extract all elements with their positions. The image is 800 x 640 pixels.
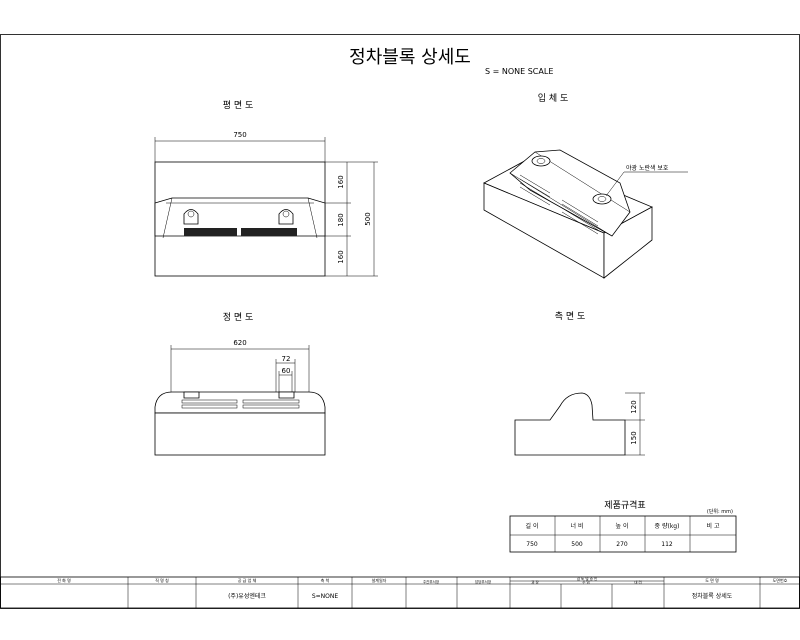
scale-note: S = NONE SCALE: [485, 67, 553, 76]
spec-header: 높 이: [616, 522, 629, 530]
spec-header: 길 이: [526, 522, 539, 530]
tb-sub-header: 대 리: [634, 580, 642, 585]
side-dim-upper: 120: [630, 400, 638, 413]
front-view-label: 정 면 도: [223, 312, 254, 323]
spec-cell: 112: [661, 541, 673, 548]
iso-upper-block: [509, 149, 631, 237]
plan-dim-h1: 160: [337, 175, 345, 188]
plan-dim-total: 500: [364, 212, 372, 225]
spec-header: 비 고: [707, 522, 720, 530]
spec-table-title: 제품규격표: [604, 499, 645, 511]
drawing-title: 정차블록 상세도: [349, 47, 471, 68]
tb-header: 주관부서장: [423, 579, 440, 584]
tb-header: 설계일자: [372, 577, 387, 583]
plan-inner-block: [154, 197, 326, 237]
tb-header: 축 척: [321, 577, 330, 583]
plan-dim-h2: 180: [337, 213, 345, 226]
iso-view: 입 체 도 야광 노란색 보호: [483, 92, 688, 279]
side-view: 측 면 도 120 150: [514, 311, 645, 456]
iso-view-label: 입 체 도: [538, 92, 569, 104]
spec-cell: 270: [616, 541, 628, 548]
spec-header: 중 량(kg): [655, 523, 680, 530]
side-profile: [514, 392, 626, 456]
plan-slot-right: [241, 228, 297, 236]
spec-table: 제품규격표 (단위: mm) 길 이 너 비 높 이 중 량(kg) 비 고 7…: [509, 499, 737, 553]
front-dim-72: 72: [282, 355, 291, 363]
title-block: 전 화 명 직 명 칭 공 급 업 체 축 척 설계일자 주관부서장 담당부서장…: [0, 576, 800, 609]
front-base: [154, 412, 326, 456]
spec-cell: 750: [526, 541, 538, 548]
tb-supplier: (주)유성엔테크: [228, 592, 266, 600]
plan-view-label: 평 면 도: [223, 100, 254, 111]
side-dim-lower: 150: [630, 431, 638, 444]
tb-header: 전 화 명: [57, 577, 71, 583]
tb-header: 담당부서장: [475, 579, 492, 584]
plan-view: 평 면 도 750 160 180 160 500: [154, 100, 378, 277]
tb-sub-group: 검 토 및 승 인: [577, 576, 598, 581]
tb-sub-header: 주 임: [582, 580, 590, 585]
tb-scale: S=NONE: [312, 593, 339, 600]
spec-header: 너 비: [571, 522, 584, 530]
spec-table-unit: (단위: mm): [707, 508, 733, 515]
side-view-label: 측 면 도: [555, 311, 586, 322]
plan-dim-h3: 160: [337, 250, 345, 263]
front-width-dim: 620: [233, 339, 246, 347]
tb-header: 도면번호: [773, 577, 788, 583]
tb-sub-header: 과 장: [531, 580, 539, 585]
tb-drawing-name: 정차블록 상세도: [692, 592, 733, 600]
tb-header: 공 급 업 체: [238, 577, 257, 583]
front-dim-60: 60: [282, 367, 291, 375]
iso-note: 야광 노란색 보호: [626, 164, 669, 172]
plan-width-dim: 750: [233, 131, 246, 139]
front-view: 정 면 도 620 72 60: [154, 312, 326, 456]
front-upper-body: [154, 391, 326, 414]
plan-slot-left: [184, 228, 237, 236]
tb-header: 도 면 명: [705, 577, 719, 583]
sheet-border: [0, 34, 800, 609]
spec-cell: 500: [571, 541, 583, 548]
tb-header: 직 명 칭: [155, 577, 169, 583]
